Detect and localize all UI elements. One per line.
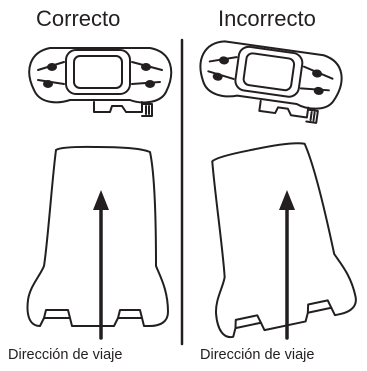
right-direction-arrow — [279, 190, 295, 340]
incorrect-heading: Incorrecto — [218, 6, 316, 31]
correct-heading: Correcto — [36, 6, 121, 31]
right-sensor-unit — [199, 40, 343, 124]
left-direction-caption: Dirección de viaje — [8, 347, 123, 363]
left-sensor-unit — [28, 47, 173, 117]
left-direction-arrow — [93, 190, 109, 340]
right-shoe-outline — [211, 142, 357, 339]
left-panel — [26, 47, 173, 340]
left-shoe-outline — [26, 145, 169, 327]
right-direction-caption: Dirección de viaje — [200, 347, 315, 363]
right-panel — [199, 40, 357, 340]
